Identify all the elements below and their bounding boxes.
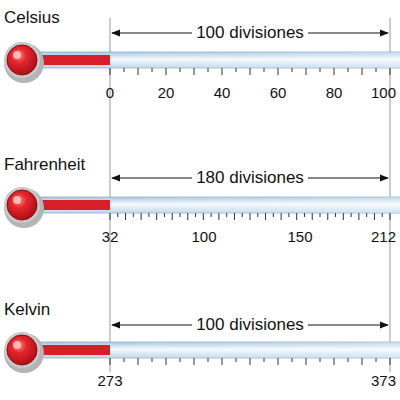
tick-value: 100 xyxy=(191,228,216,245)
divisions-label: 100 divisiones xyxy=(192,315,308,335)
scale-name: Kelvin xyxy=(4,300,50,320)
tick-value: 373 xyxy=(371,372,396,389)
tick-value: 100 xyxy=(371,84,396,101)
divisions-label: 100 divisiones xyxy=(192,23,308,43)
tick-value: 60 xyxy=(270,84,287,101)
tick-value: 32 xyxy=(102,228,119,245)
tick-value: 20 xyxy=(158,84,175,101)
scale-name: Fahrenheit xyxy=(4,155,85,175)
tick-value: 40 xyxy=(214,84,231,101)
tick-value: 0 xyxy=(106,84,114,101)
tick-value: 80 xyxy=(326,84,343,101)
scale-name: Celsius xyxy=(4,8,60,28)
tick-value: 212 xyxy=(371,228,396,245)
divisions-label: 180 divisiones xyxy=(192,168,308,188)
guide-line xyxy=(110,18,111,372)
tick-value: 273 xyxy=(97,372,122,389)
tick-value: 150 xyxy=(287,228,312,245)
guide-line xyxy=(390,18,391,372)
